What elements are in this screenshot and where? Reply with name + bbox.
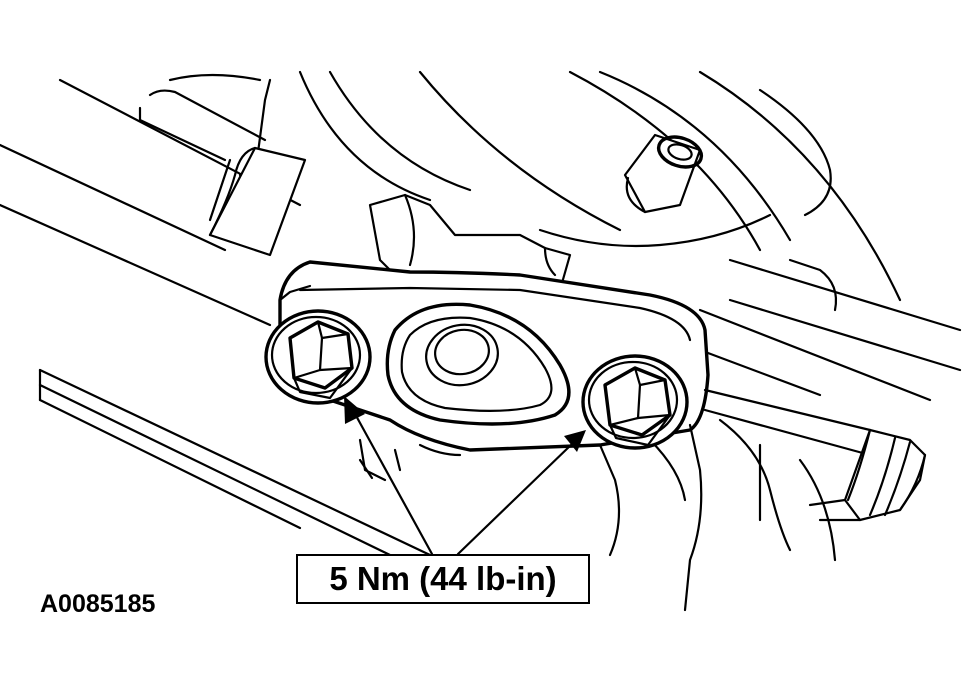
quick-connect-tube: [703, 388, 927, 522]
leader-arrows: [344, 396, 586, 556]
flange-support: [358, 438, 462, 482]
torque-callout-label: 5 Nm (44 lb-in): [296, 554, 590, 604]
tube-fitting: [623, 133, 704, 214]
arrowhead-left: [344, 396, 365, 424]
left-bolt: [264, 309, 372, 405]
arrowhead-right: [564, 430, 586, 452]
right-casting: [598, 258, 838, 612]
leader-line-left: [352, 410, 434, 556]
lower-rail-lines: [38, 368, 432, 574]
right-bolt: [581, 354, 689, 450]
tube-sleeve: [208, 146, 307, 257]
figure-id-label: A0085185: [40, 590, 156, 618]
housing-body: [168, 70, 962, 402]
center-port: [385, 302, 571, 426]
leader-line-right: [456, 442, 574, 556]
